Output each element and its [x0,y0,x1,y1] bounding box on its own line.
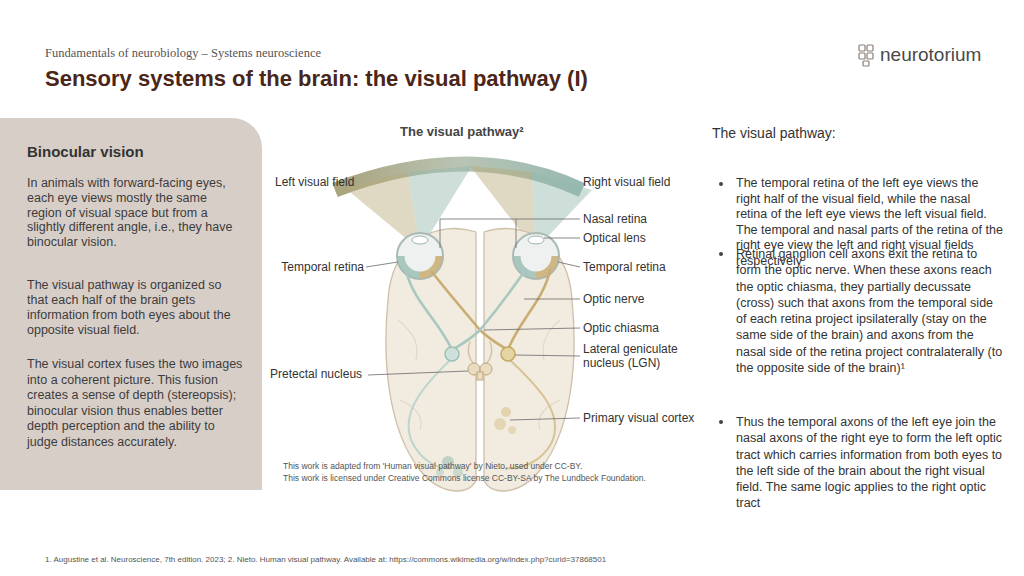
pretectal-stem [477,372,483,380]
logo-square [863,61,869,66]
leader-visual-cortex [510,418,580,420]
right-hemisphere [484,229,574,491]
logo-square [859,53,865,59]
logo-square [867,45,873,51]
field-label: Right visual field [583,175,670,189]
left-optic-radiation [409,358,452,468]
leader-optic-nerve [524,299,580,300]
leader-pretectal [368,371,468,375]
fibre-right-nasal [452,272,524,350]
leader-optical-lens [544,238,580,239]
info-panel: Binocular vision In animals with forward-… [0,118,262,490]
right-optic-radiation [506,358,555,468]
leader-temporal-retina-right [558,262,580,267]
part-label: Primary visual cortex [583,411,694,425]
fibre-right-temporal [508,270,550,350]
nasal-retina [517,256,536,275]
bullet-dot [719,182,723,186]
reference-footnote: 1. Augustine et al. Neuroscience, 7th ed… [45,555,606,565]
part-label: Optic chiasma [583,321,659,335]
pretectal-fibres [468,342,491,364]
left-eye [397,233,443,279]
slide-title: Sensory systems of the brain: the visual… [45,66,588,92]
optic-fibres [406,270,555,468]
right-lgn [501,347,515,361]
logo-square [859,45,865,51]
part-label: Temporal retina [262,260,364,274]
field-label: Left visual field [275,175,354,189]
temporal-retina [401,256,420,275]
logo-text: neurotorium [880,44,981,67]
logo-square [867,53,873,59]
part-label: Nasal retina [583,212,647,226]
leader-lgn [515,355,580,356]
part-label: Optical lens [583,231,646,245]
eyeball [397,233,443,279]
section-header: Fundamentals of neurobiology – Systems n… [45,46,321,61]
part-label: Pretectal nucleus [270,367,362,381]
fibre-left-temporal [406,270,452,350]
temporal-retina [536,256,555,275]
part-label: Temporal retina [583,260,666,274]
pretectal-nucleus [468,363,492,380]
figure-heading: The visual pathway² [400,124,524,140]
logo-icon [859,45,873,66]
bullet-text: Thus the temporal axons of the left eye … [736,414,1004,512]
brain-gyri [398,320,560,430]
bullet-dot [719,252,723,256]
right-eye [513,233,559,279]
leader-nasal-retina [440,219,580,248]
optical-lens [412,236,428,244]
nasal-retina [420,256,439,275]
panel-paragraph: In animals with forward-facing eyes, eac… [27,176,245,250]
leader-optic-chiasma [484,328,580,330]
optical-lens [528,236,544,244]
bullet-dot [719,420,723,424]
brain [386,229,574,491]
eyeball [513,233,559,279]
panel-paragraph: The visual pathway is organized so that … [27,278,245,338]
part-label: Optic nerve [583,292,644,306]
panel-heading: Binocular vision [27,143,245,161]
part-label: Lateral geniculate nucleus (LGN) [583,342,708,370]
bullet-text: Retinal ganglion cell axons exit the ret… [736,246,1004,376]
left-hemisphere [386,229,476,491]
cortex-spot [508,426,516,434]
column-heading: The visual pathway: [712,125,836,142]
cortex-spot [494,418,506,430]
leader-lines [366,219,580,420]
panel-paragraph: The visual cortex fuses the two images i… [27,357,245,451]
left-lgn [445,347,459,361]
credit-note: This work is adapted from 'Human visual … [283,461,582,471]
credit-note: This work is licensed under Creative Com… [283,473,646,483]
leader-temporal-retina-left [366,262,398,267]
cortex-spot [501,407,511,417]
